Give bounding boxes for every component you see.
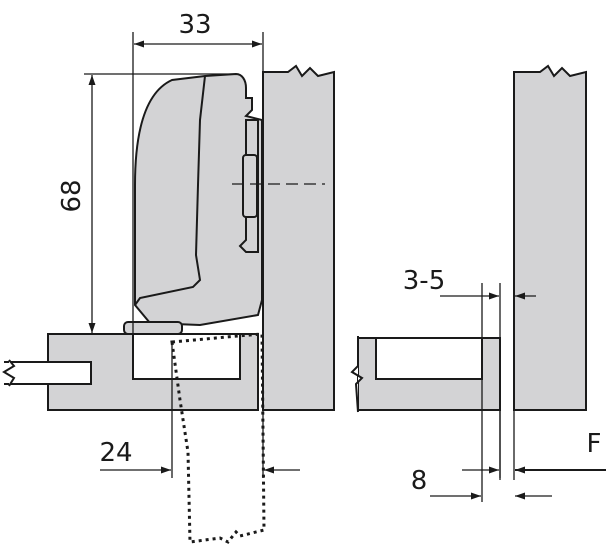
break-mark-door-right — [350, 336, 364, 413]
hinge-cup-flange — [123, 321, 183, 335]
hinge-slot — [242, 154, 258, 218]
dim-3-5-label: 3-5 — [403, 266, 445, 296]
hinge-arm-face — [134, 75, 206, 306]
carcase-side-panel-right — [513, 64, 587, 411]
force-F-label: F — [587, 429, 602, 459]
dim-68-label: 68 — [57, 179, 87, 212]
open-door-outline — [170, 332, 266, 544]
dim-24-label: 24 — [99, 438, 132, 468]
door-panel-right — [357, 337, 501, 411]
break-mark-strip — [2, 359, 16, 387]
door-strip — [4, 361, 92, 385]
dim-8-label: 8 — [411, 466, 428, 496]
dim-33-label: 33 — [178, 10, 211, 40]
carcase-side-panel-left — [262, 64, 335, 411]
